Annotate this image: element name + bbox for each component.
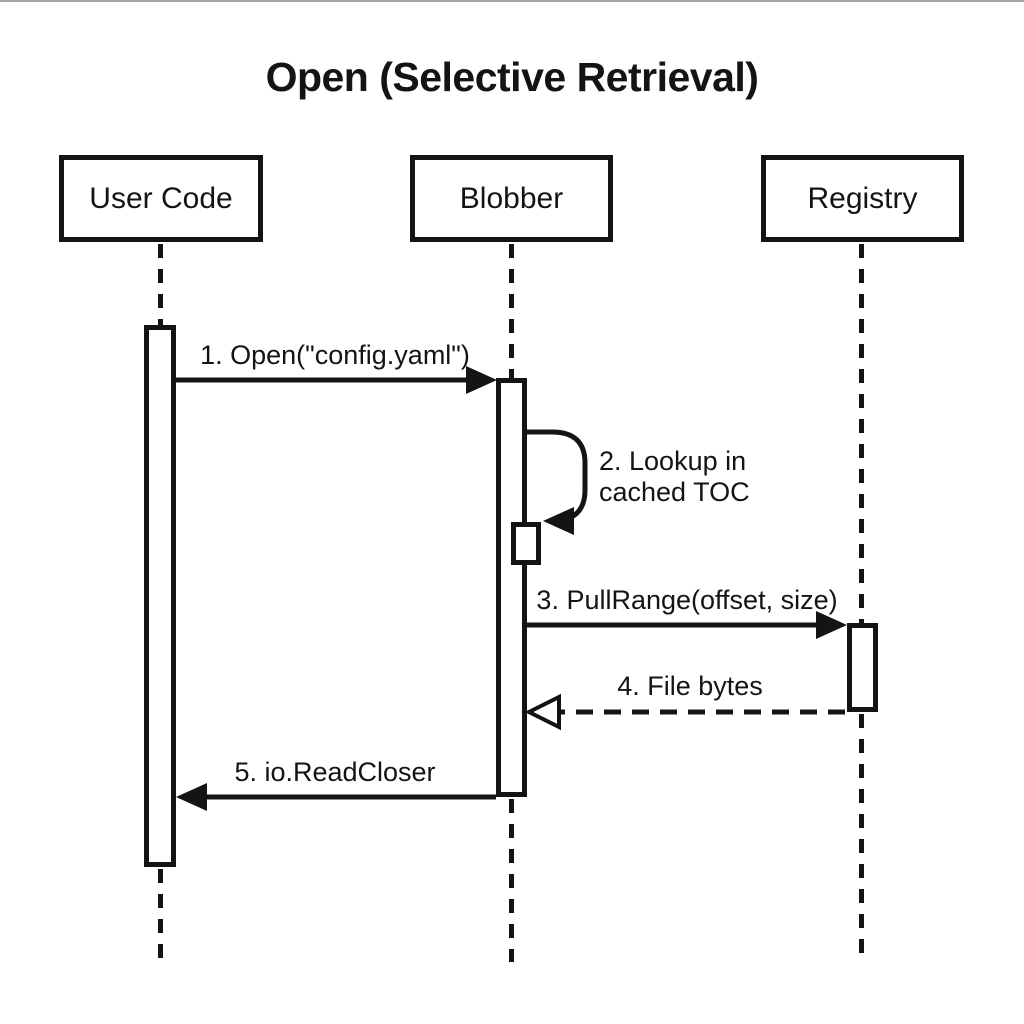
- participant-box-blobber: Blobber: [410, 155, 613, 242]
- message-label-lookup-line1: 2. Lookup in: [599, 446, 747, 476]
- message-label-lookup-line2: cached TOC: [599, 477, 750, 507]
- self-message-loop: [527, 429, 588, 524]
- filled-arrowhead-icon: [543, 507, 574, 535]
- activation-blobber: [496, 378, 527, 797]
- lifeline-user-code: [158, 869, 163, 962]
- message-label-readcloser: 5. io.ReadCloser: [234, 757, 436, 787]
- participant-box-user-code: User Code: [59, 155, 263, 242]
- message-label-lookup: 2. Lookup in cached TOC: [599, 446, 819, 508]
- top-border-line: [0, 0, 1024, 2]
- participant-box-registry: Registry: [761, 155, 964, 242]
- participant-label-user-code: User Code: [89, 181, 233, 215]
- diagram-title: Open (Selective Retrieval): [265, 54, 759, 100]
- message-label-pullrange: 3. PullRange(offset, size): [536, 585, 838, 615]
- lifeline-registry: [859, 244, 864, 623]
- activation-blobber-nested: [511, 522, 541, 565]
- message-label-open: 1. Open("config.yaml"): [200, 340, 470, 370]
- lifeline-blobber: [509, 799, 514, 962]
- participant-label-blobber: Blobber: [459, 181, 564, 215]
- activation-user-code: [144, 325, 176, 867]
- lifeline-registry: [859, 714, 864, 962]
- participant-label-registry: Registry: [807, 181, 918, 215]
- lifeline-blobber: [509, 244, 514, 378]
- lifeline-user-code: [158, 244, 163, 325]
- message-label-file-bytes: 4. File bytes: [617, 671, 763, 701]
- activation-registry: [847, 623, 878, 712]
